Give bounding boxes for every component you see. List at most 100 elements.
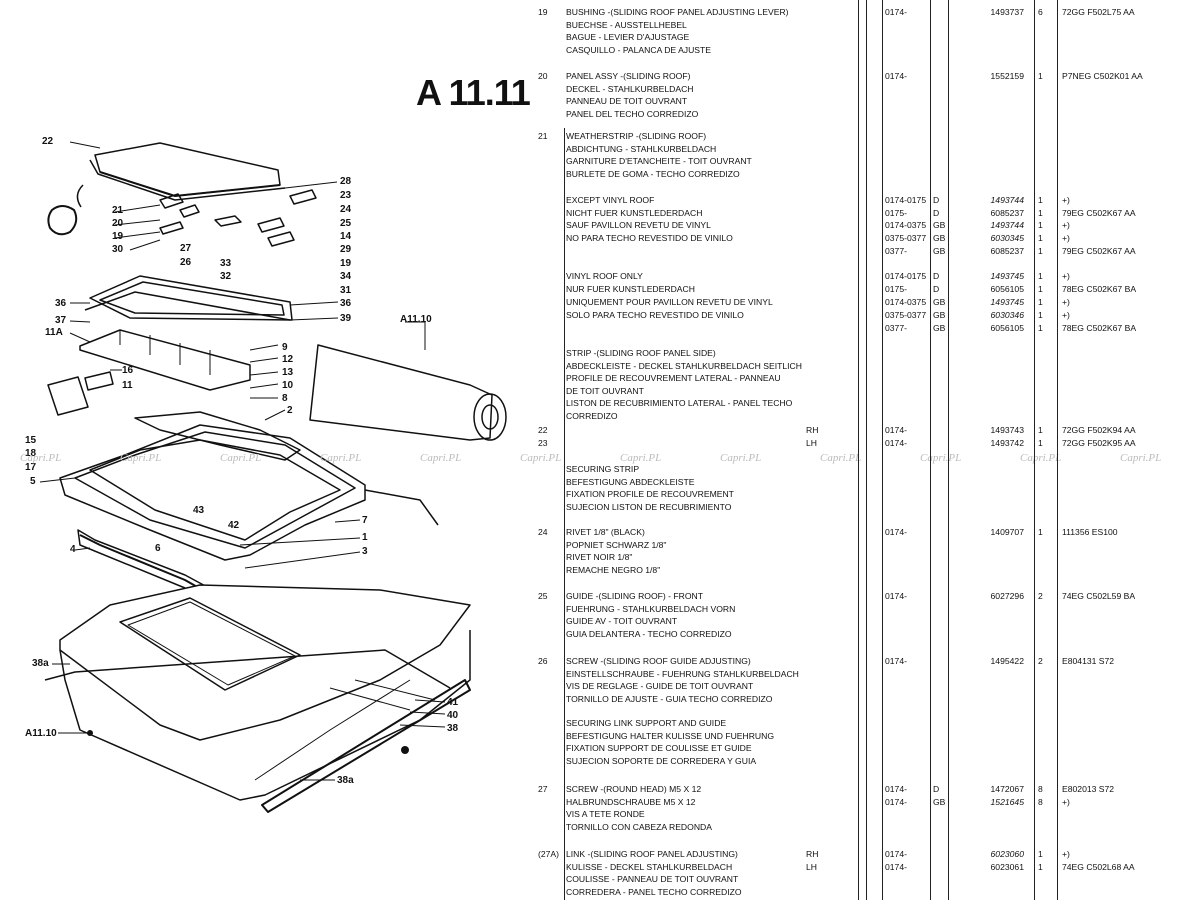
callout-13: 13 — [282, 367, 294, 378]
diagram-drawing — [39, 141, 507, 813]
item-number: 26 — [538, 656, 548, 666]
ford-number: 78EG C502K67 BA — [1062, 323, 1137, 333]
side: LH — [806, 438, 817, 448]
watermark: Capri.PL — [320, 452, 362, 464]
reference-a11-10-bottom: A11.10 — [25, 728, 57, 739]
watermark: Capri.PL — [720, 452, 762, 464]
description-line: UNIQUEMENT POUR PAVILLON REVETU DE VINYL — [566, 297, 773, 307]
part-number: 1493744 — [990, 220, 1024, 230]
model-year-range: 0174- — [885, 71, 907, 81]
callout-23: 23 — [340, 190, 352, 201]
callout-8: 8 — [282, 393, 288, 404]
callout-16: 16 — [122, 365, 134, 376]
part-number: 1472067 — [990, 784, 1024, 794]
model-year-range: 0377- — [885, 246, 907, 256]
callout-38a: 38a — [32, 658, 49, 669]
callout-11: 11 — [122, 380, 133, 391]
part-number: 1495422 — [990, 656, 1024, 666]
callout-36b: 36 — [340, 298, 352, 309]
quantity: 1 — [1038, 220, 1043, 230]
market-code: D — [933, 784, 940, 794]
ford-number: +) — [1062, 271, 1070, 281]
market-code: GB — [933, 323, 946, 333]
watermark: Capri.PL — [420, 452, 462, 464]
exploded-diagram: A 11.11 — [0, 0, 531, 900]
description-line: TORNILLO CON CABEZA REDONDA — [566, 821, 712, 832]
description-line: GUIDE -(SLIDING ROOF) - FRONT — [566, 591, 704, 601]
description-line: LISTON DE RECUBRIMIENTO LATERAL - PANEL … — [566, 398, 793, 408]
description: EXCEPT VINYL ROOF — [566, 194, 846, 207]
part-number: 1493744 — [990, 195, 1024, 205]
ford-number: +) — [1062, 797, 1070, 807]
column-divider — [1057, 0, 1058, 900]
description: WEATHERSTRIP -(SLIDING ROOF)ABDICHTUNG -… — [566, 130, 846, 180]
description: PANEL ASSY -(SLIDING ROOF)DECKEL - STAHL… — [566, 70, 846, 120]
part-number: 6023060 — [990, 849, 1024, 859]
watermark: Capri.PL — [1120, 452, 1162, 464]
description: BUSHING -(SLIDING ROOF PANEL ADJUSTING L… — [566, 6, 846, 56]
quantity: 1 — [1038, 297, 1043, 307]
model-year-range: 0174-0175 — [885, 195, 927, 205]
callout-6: 6 — [155, 543, 161, 554]
part-number: 1493743 — [990, 425, 1024, 435]
part-number: 1552159 — [990, 71, 1024, 81]
callout-38a-bottom: 38a — [337, 775, 354, 786]
model-year-range: 0377- — [885, 323, 907, 333]
callout-26: 26 — [180, 257, 192, 268]
model-year-range: 0375-0377 — [885, 233, 927, 243]
quantity: 1 — [1038, 425, 1043, 435]
ford-number: +) — [1062, 849, 1070, 859]
quantity: 1 — [1038, 849, 1043, 859]
description-line: DECKEL - STAHLKURBELDACH — [566, 83, 694, 94]
quantity: 1 — [1038, 208, 1043, 218]
description-line: LINK -(SLIDING ROOF PANEL ADJUSTING) — [566, 849, 738, 859]
quantity: 8 — [1038, 797, 1043, 807]
description-line: BEFESTIGUNG HALTER KULISSE UND FUEHRUNG — [566, 730, 775, 741]
part-number: 6056105 — [990, 284, 1024, 294]
part-number: 6056105 — [990, 323, 1024, 333]
quantity: 1 — [1038, 527, 1043, 537]
description-line: PROFILE DE RECOUVREMENT LATERAL - PANNEA… — [566, 373, 781, 383]
description-line: TORNILLO DE AJUSTE - GUIA TECHO CORREDIZ… — [566, 693, 773, 704]
market-code: GB — [933, 797, 946, 807]
model-year-range: 0174-0375 — [885, 220, 927, 230]
callout-15: 15 — [25, 435, 37, 446]
part-number: 1493742 — [990, 438, 1024, 448]
side: RH — [806, 425, 819, 435]
description-line: BAGUE - LEVIER D'AJUSTAGE — [566, 32, 690, 42]
callout-19b: 19 — [340, 258, 352, 269]
callout-22: 22 — [42, 136, 54, 147]
quantity: 6 — [1038, 7, 1043, 17]
market-code: D — [933, 208, 940, 218]
part-number: 6023061 — [990, 862, 1024, 872]
quantity: 2 — [1038, 656, 1043, 666]
description-line: CORREDIZO — [566, 410, 618, 421]
column-divider — [1034, 0, 1035, 900]
ford-number: 74EG C502L68 AA — [1062, 862, 1135, 872]
description: SCREW -(SLIDING ROOF GUIDE ADJUSTING)EIN… — [566, 655, 846, 705]
callout-38: 38 — [447, 723, 459, 734]
ford-number: 74EG C502L59 BA — [1062, 591, 1136, 601]
description: NO PARA TECHO REVESTIDO DE VINILO — [566, 232, 846, 245]
model-year-range: 0174- — [885, 591, 907, 601]
description-line: GUIDE AV - TOIT OUVRANT — [566, 616, 678, 626]
ford-number: +) — [1062, 297, 1070, 307]
description-line: SCREW -(ROUND HEAD) M5 X 12 — [566, 784, 702, 794]
callout-11a: 11A — [45, 327, 63, 338]
description: NUR FUER KUNSTLEDERDACH — [566, 283, 846, 296]
description-line: PANNEAU DE TOIT OUVRANT — [566, 96, 688, 106]
description-line: NO PARA TECHO REVESTIDO DE VINILO — [566, 233, 733, 243]
callout-19: 19 — [112, 231, 124, 242]
model-year-range: 0174- — [885, 527, 907, 537]
callout-3: 3 — [362, 546, 368, 557]
model-year-range: 0174- — [885, 784, 907, 794]
description-line: EXCEPT VINYL ROOF — [566, 195, 655, 205]
part-number: 1409707 — [990, 527, 1024, 537]
callout-37: 37 — [55, 315, 67, 326]
reference-a11-10-top: A11.10 — [400, 314, 432, 325]
ford-number: E802013 S72 — [1062, 784, 1115, 794]
